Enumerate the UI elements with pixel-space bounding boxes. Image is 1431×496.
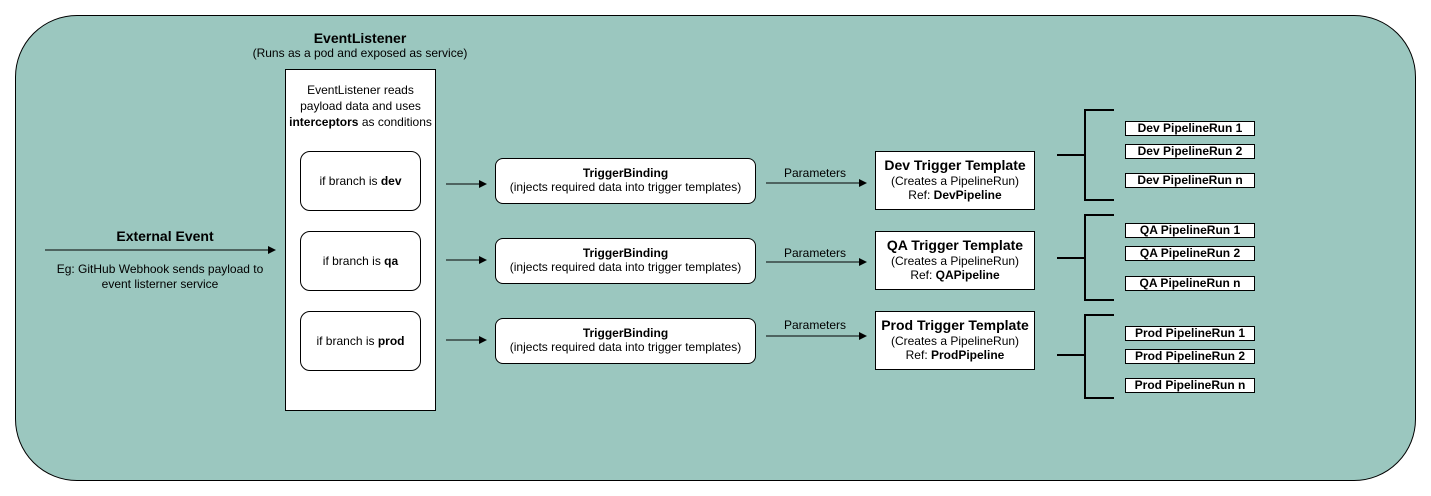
external-event-title: External Event	[116, 228, 214, 244]
trigger-binding-qa: TriggerBinding(injects required data int…	[495, 238, 756, 284]
pipelinerun-prod-1: Prod PipelineRun 1	[1125, 326, 1255, 341]
condition-dev: if branch is dev	[300, 151, 421, 211]
bracket-dev	[1057, 109, 1114, 201]
condition-qa: if branch is qa	[300, 231, 421, 291]
bracket-qa	[1057, 214, 1114, 301]
trigger-template-qa: QA Trigger Template (Creates a PipelineR…	[875, 231, 1035, 290]
trigger-binding-prod: TriggerBinding(injects required data int…	[495, 318, 756, 364]
trigger-template-dev: Dev Trigger Template (Creates a Pipeline…	[875, 151, 1035, 210]
parameters-label-dev: Parameters	[783, 166, 847, 180]
parameters-label-prod: Parameters	[783, 318, 847, 332]
condition-prod: if branch is prod	[300, 311, 421, 371]
pipelinerun-qa-1: QA PipelineRun 1	[1125, 223, 1255, 238]
pipelinerun-dev-2: Dev PipelineRun 2	[1125, 144, 1255, 159]
trigger-template-prod: Prod Trigger Template (Creates a Pipelin…	[875, 311, 1035, 370]
event-listener-title: EventListener	[313, 30, 407, 46]
pipelinerun-dev-n: Dev PipelineRun n	[1125, 173, 1255, 188]
trigger-binding-dev: TriggerBinding(injects required data int…	[495, 158, 756, 204]
bracket-prod	[1057, 314, 1114, 399]
pipelinerun-prod-2: Prod PipelineRun 2	[1125, 349, 1255, 364]
event-listener-subtitle: (Runs as a pod and exposed as service)	[252, 46, 468, 60]
external-event-description: Eg: GitHub Webhook sends payload to even…	[56, 262, 264, 291]
pipelinerun-prod-n: Prod PipelineRun n	[1125, 378, 1255, 393]
interceptors-keyword: interceptors	[289, 115, 359, 129]
event-listener-description: EventListener reads payload data and use…	[289, 83, 432, 129]
pipelinerun-qa-n: QA PipelineRun n	[1125, 276, 1255, 291]
parameters-label-qa: Parameters	[783, 246, 847, 260]
pipelinerun-qa-2: QA PipelineRun 2	[1125, 246, 1255, 261]
pipelinerun-dev-1: Dev PipelineRun 1	[1125, 121, 1255, 136]
